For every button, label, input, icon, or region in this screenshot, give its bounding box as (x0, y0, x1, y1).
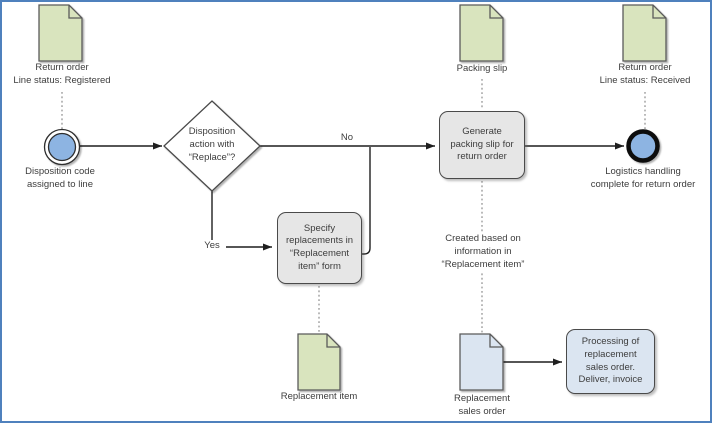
label-flow-yes: Yes (198, 240, 226, 253)
start-event-circle (47, 132, 77, 162)
task-processing-sales-order: Processing of replacement sales order. D… (566, 329, 655, 394)
sequence-flows (80, 142, 624, 366)
green-documents (38, 4, 667, 391)
label-annotation-created-based-on: Created based on information in “Replace… (421, 233, 545, 272)
label-end-event: Logistics handling complete for return o… (590, 166, 696, 190)
association-lines (61, 79, 646, 333)
label-start-event: Disposition code assigned to line (25, 166, 95, 190)
label-replacement-item: Replacement item (280, 391, 358, 402)
label-return-order-registered: Return order Line status: Registered (13, 62, 111, 86)
flow-specify-merge (362, 147, 371, 255)
label-gateway-question: Disposition action with “Replace”? (188, 126, 236, 163)
label-flow-no: No (335, 132, 359, 145)
task-generate-packing-slip: Generate packing slip for return order (439, 111, 525, 179)
label-packing-slip: Packing slip (456, 63, 508, 74)
document-replacement-sales-order (459, 333, 504, 391)
start-event (43, 128, 81, 166)
blue-documents (459, 333, 504, 391)
document-fold-icon (326, 334, 340, 348)
document-fold-icon (489, 5, 503, 19)
document-replacement-item (297, 333, 341, 391)
document-return-order-registered (38, 4, 83, 62)
document-fold-icon (489, 334, 503, 348)
label-replacement-sales-order: Replacement sales order (454, 393, 510, 417)
task-specify-replacements: Specify replacements in “Replacement ite… (277, 212, 362, 284)
gateway-diamond (163, 100, 261, 192)
document-fold-icon (652, 5, 666, 19)
document-return-order-received (622, 4, 667, 62)
document-packing-slip (459, 4, 504, 62)
end-event-circle (626, 129, 660, 163)
document-fold-icon (68, 5, 82, 19)
label-return-order-received: Return order Line status: Received (599, 62, 691, 86)
